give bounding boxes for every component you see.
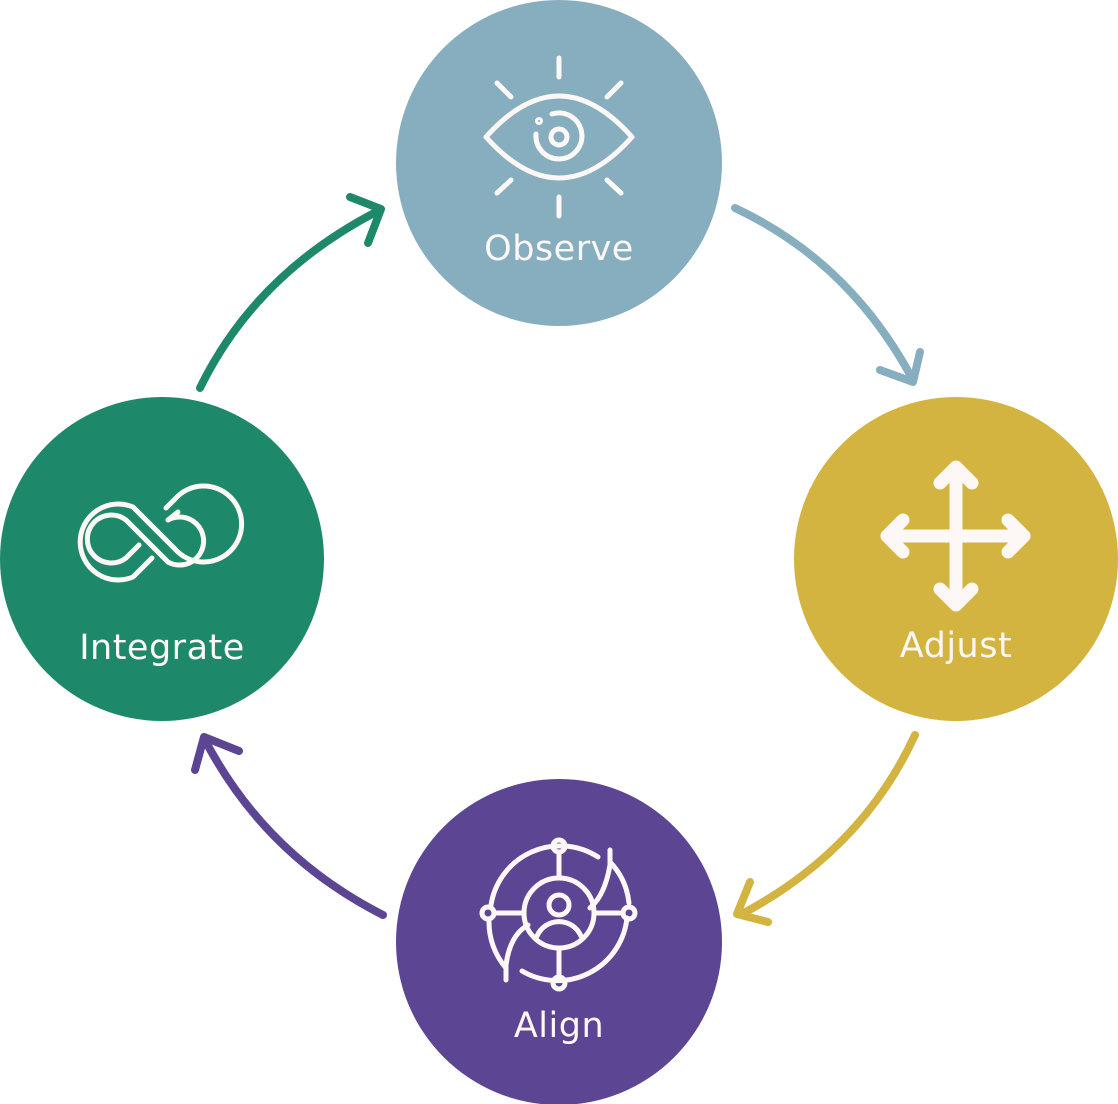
arrow-path [738,731,919,918]
eye-icon [483,55,635,219]
arrow-integrate-to-observe [196,193,385,392]
arrow-adjust-to-align [733,731,919,926]
stage-label: Align [514,1006,604,1046]
stage-label: Adjust [900,626,1012,666]
arrow-path [201,736,387,919]
stage-label: Observe [484,229,634,269]
arrow-observe-to-adjust [731,204,924,386]
infinity-icon [77,483,245,583]
stage-integrate: Integrate [0,397,324,721]
stage-align: Align [396,779,722,1104]
network-person-icon [479,837,638,992]
stage-circle [396,779,722,1104]
arrowhead [733,878,772,926]
arrowhead [191,733,243,774]
arrow-align-to-integrate [191,733,387,919]
arrowhead [346,193,385,247]
stage-label: Integrate [79,628,245,668]
stage-adjust: Adjust [794,397,1118,721]
four-way-arrows-icon [880,460,1031,612]
stage-circle [396,0,722,326]
stage-observe: Observe [396,0,722,326]
arrowhead [876,348,924,386]
arrow-path [196,208,380,392]
arrow-path [731,204,917,384]
